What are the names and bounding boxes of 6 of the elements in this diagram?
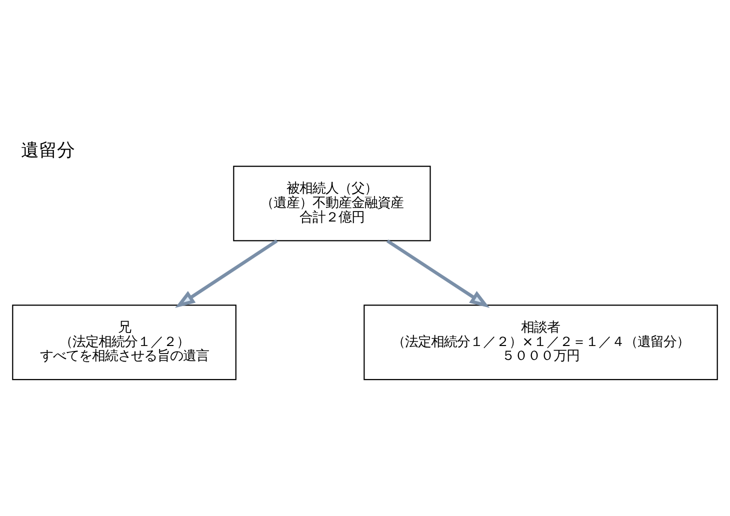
arrow (386, 239, 490, 308)
node-box: 被相続人（父） （遺産）不動産金融資産 合計２億円 (233, 165, 431, 241)
node-box: 兄 （法定相続分１／２） すべてを相続させる旨の遺言 (12, 304, 236, 380)
diagram-title: 遺留分 (21, 140, 76, 161)
node-box: 相談者 （法定相続分１／２）×１／２＝１／４（遺留分） ５０００万円 (364, 304, 718, 380)
arrow (175, 239, 278, 308)
